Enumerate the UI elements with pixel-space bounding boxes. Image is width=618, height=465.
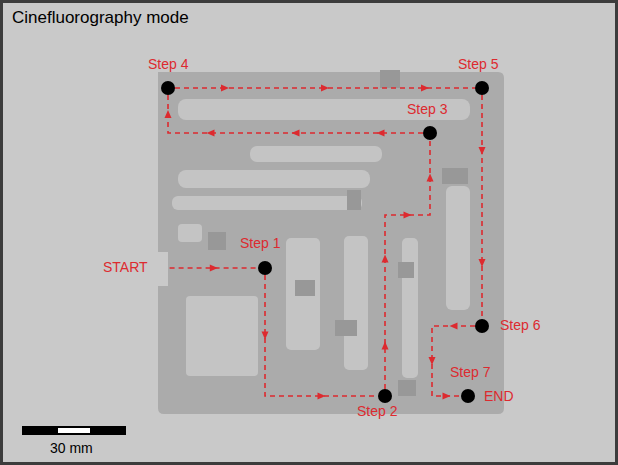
path-arrow xyxy=(170,264,258,271)
step-label: Step 3 xyxy=(407,101,447,117)
waypoint-dot: Step 6 xyxy=(475,319,489,333)
arrow-head xyxy=(443,393,451,400)
dashed-path xyxy=(265,275,378,396)
figure-title: Cinefluorography mode xyxy=(12,8,189,28)
waypoint-dot: Step 5 xyxy=(475,81,489,95)
scale-label: 30 mm xyxy=(50,440,93,456)
arrow-head xyxy=(321,85,329,92)
dashed-path xyxy=(481,95,483,319)
dashed-path xyxy=(385,140,430,389)
path-arrow xyxy=(175,85,475,92)
waypoint-dot: Step 7END xyxy=(461,389,475,403)
arrow-head xyxy=(427,174,434,182)
arrow-head xyxy=(479,259,486,267)
step-label: Step 6 xyxy=(500,317,540,333)
arrow-head xyxy=(207,130,215,137)
dashed-path xyxy=(168,95,423,133)
arrow-head xyxy=(165,110,172,118)
waypoint-dot: Step 2 xyxy=(378,389,392,403)
arrow-head xyxy=(221,85,229,92)
dashed-path xyxy=(432,326,475,396)
arrow-head xyxy=(429,357,436,365)
step-label: Step 4 xyxy=(148,56,188,72)
arrow-head xyxy=(210,264,218,271)
arrow-head xyxy=(382,255,389,263)
waypoint-dot: Step 1 xyxy=(258,261,272,275)
path-arrow xyxy=(382,140,434,389)
start-label: START xyxy=(103,259,148,275)
path-arrow xyxy=(165,95,424,137)
path-arrow xyxy=(479,95,486,319)
arrow-head xyxy=(377,130,385,137)
waypoint-dot: Step 4 xyxy=(161,81,175,95)
waypoint-dot: Step 3 xyxy=(423,126,437,140)
step-label: Step 1 xyxy=(240,235,280,251)
start-marker: START xyxy=(103,259,148,275)
arrow-head xyxy=(404,212,412,219)
path-arrow xyxy=(262,275,379,400)
arrow-head xyxy=(318,393,326,400)
arrow-head xyxy=(450,323,458,330)
arrow-head xyxy=(382,342,389,350)
arrow-head xyxy=(262,332,269,340)
end-label: END xyxy=(484,388,514,404)
arrow-head xyxy=(292,130,300,137)
step-label: Step 2 xyxy=(357,403,397,419)
step-label: Step 5 xyxy=(458,56,498,72)
arrow-head xyxy=(479,147,486,155)
path-arrow xyxy=(429,323,476,400)
arrow-head xyxy=(421,85,429,92)
step-label: Step 7 xyxy=(450,364,490,380)
